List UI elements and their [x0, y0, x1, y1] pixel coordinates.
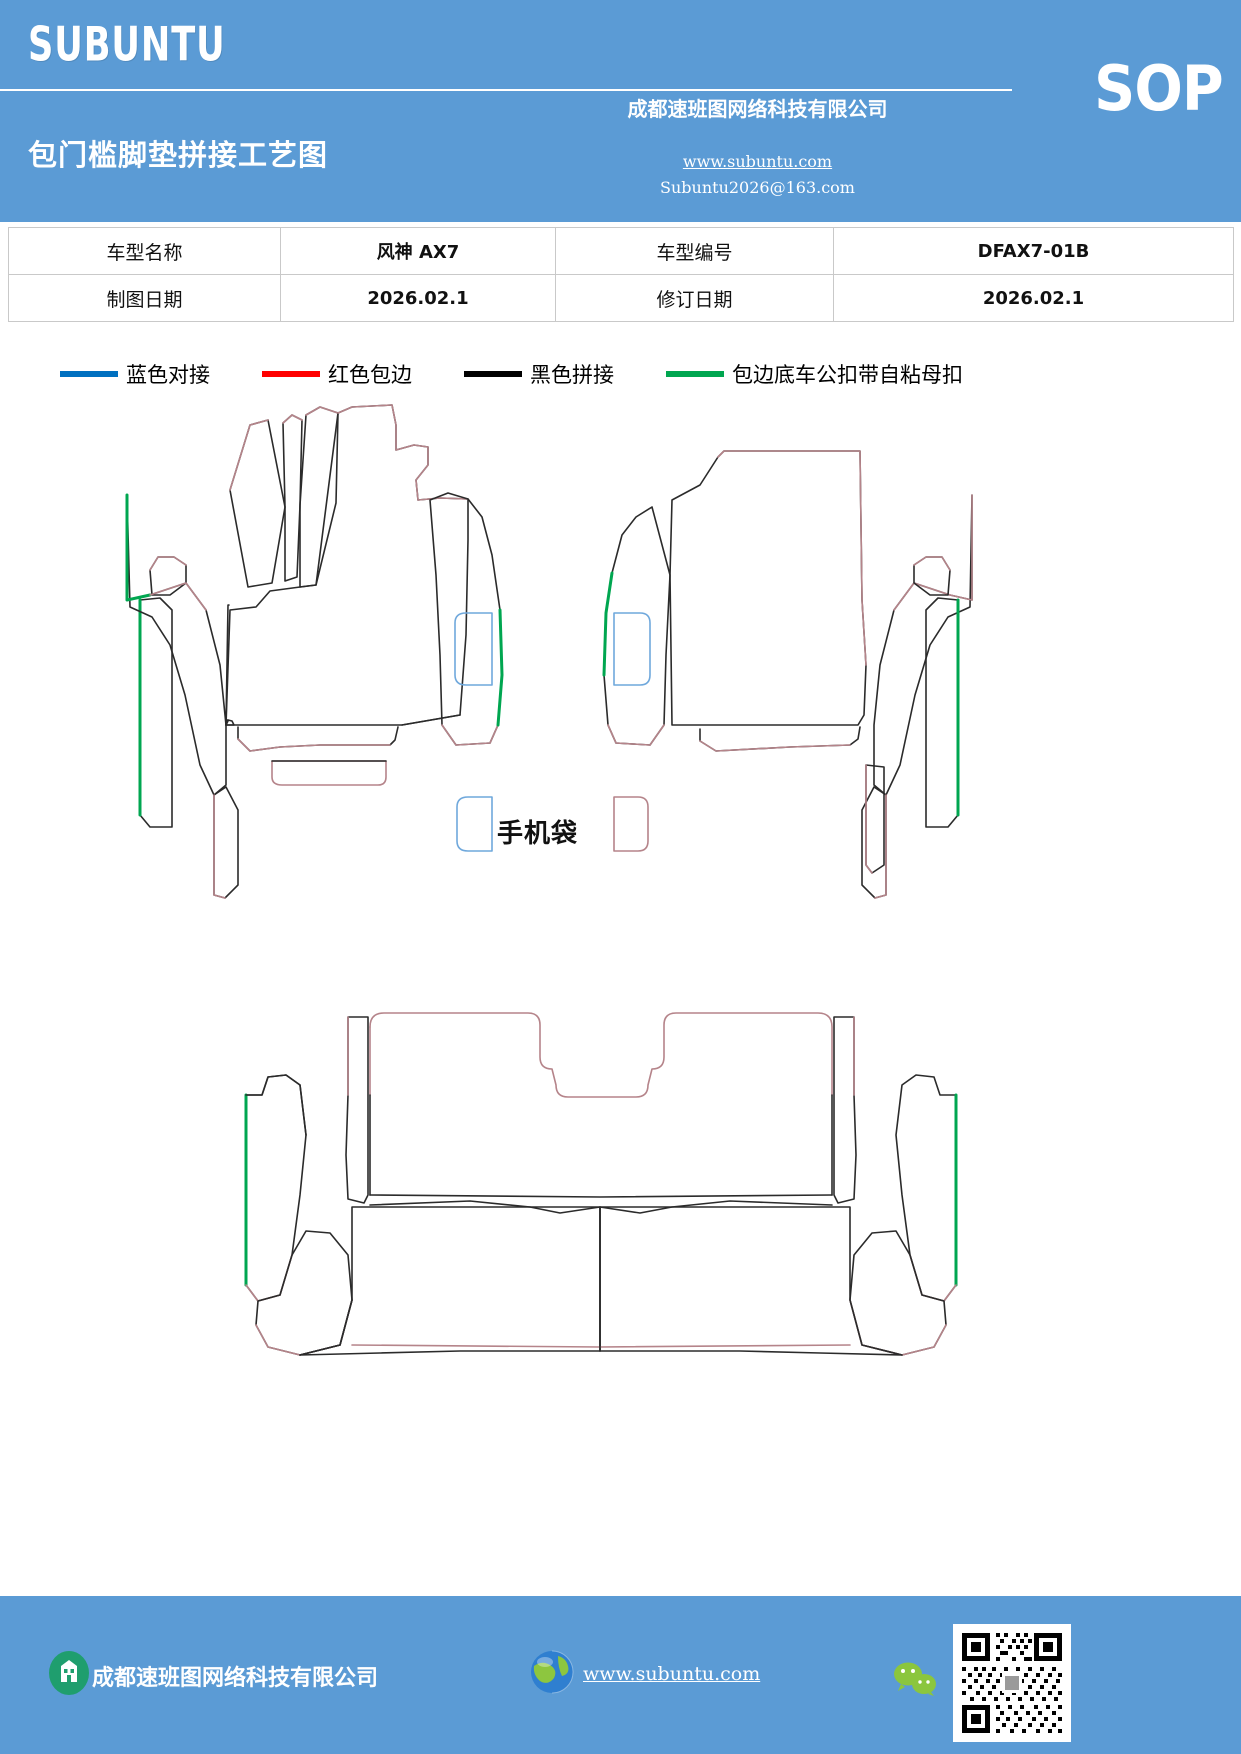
- part-blue-pocket-left: [454, 612, 493, 686]
- part-phone-pocket-right: [613, 796, 649, 852]
- part-rear-left-sill: [244, 1074, 307, 1302]
- part-right-sill-strip: [925, 597, 960, 828]
- cell-model-code-value: DFAX7-01B: [833, 227, 1234, 275]
- legend-swatch-red-icon: [262, 371, 320, 377]
- building-icon: [48, 1650, 90, 1696]
- cell-revision-date-label: 修订日期: [555, 274, 834, 322]
- cell-model-name-value: 风神 AX7: [280, 227, 556, 275]
- cell-draw-date-label: 制图日期: [8, 274, 281, 322]
- table-row: 车型名称 风神 AX7 车型编号 DFAX7-01B: [8, 227, 1234, 275]
- legend-item-red: 红色包边: [262, 359, 412, 389]
- document-footer: 成都速班图网络科技有限公司 www.subuntu.com: [0, 1596, 1241, 1754]
- legend-swatch-black-icon: [464, 371, 522, 377]
- part-rear-lower-right-panel: [599, 1206, 903, 1356]
- globe-icon: [528, 1648, 576, 1696]
- sop-badge: SOP: [1094, 52, 1224, 125]
- part-right-lower-ext: [865, 764, 885, 874]
- part-driver-side-panel: [429, 492, 504, 746]
- part-left-kick-small: [149, 556, 187, 596]
- legend-label-black: 黑色拼接: [530, 363, 614, 387]
- part-driver-main-mat: [225, 404, 469, 726]
- part-passenger-bottom-trim: [699, 726, 861, 752]
- phone-pocket-label: 手机袋: [497, 819, 579, 849]
- part-right-lower-strip: [861, 786, 887, 899]
- part-blue-pocket-right: [613, 612, 651, 686]
- stitch-color-legend: 蓝色对接 红色包边 黑色拼接 包边底车公扣带自粘母扣: [60, 358, 1110, 390]
- legend-item-black: 黑色拼接: [464, 359, 614, 389]
- wechat-icon: [892, 1660, 938, 1696]
- part-rear-center-seam: [369, 1200, 833, 1352]
- part-finger-strips: [229, 406, 339, 588]
- legend-item-green: 包边底车公扣带自粘母扣: [666, 359, 963, 389]
- brand-logo-text: SUBUNTU: [28, 18, 226, 73]
- part-rear-right-divider: [833, 1016, 857, 1204]
- header-website-link[interactable]: www.subuntu.com: [682, 152, 833, 171]
- legend-swatch-blue-icon: [60, 371, 118, 377]
- part-rear-main-mat: [369, 1012, 833, 1198]
- pattern-svg: [125, 404, 973, 1356]
- legend-label-green: 包边底车公扣带自粘母扣: [732, 363, 963, 387]
- footer-website-link[interactable]: www.subuntu.com: [583, 1663, 761, 1685]
- header-divider: [0, 89, 1012, 91]
- part-rear-lower-left-panel: [299, 1206, 601, 1356]
- legend-label-blue: 蓝色对接: [126, 363, 210, 387]
- legend-swatch-green-icon: [666, 371, 724, 377]
- part-phone-pocket-left: [456, 796, 493, 852]
- part-right-kick-small: [913, 556, 951, 596]
- cell-draw-date-value: 2026.02.1: [280, 274, 556, 322]
- legend-item-blue: 蓝色对接: [60, 359, 210, 389]
- vehicle-info-table: 车型名称 风神 AX7 车型编号 DFAX7-01B 制图日期 2026.02.…: [8, 227, 1234, 322]
- cell-revision-date-value: 2026.02.1: [833, 274, 1234, 322]
- cell-model-name-label: 车型名称: [8, 227, 281, 275]
- document-header: SUBUNTU 包门槛脚垫拼接工艺图 成都速班图网络科技有限公司 www.sub…: [0, 0, 1241, 222]
- part-rear-corner-left: [255, 1230, 353, 1356]
- part-bottom-trim: [237, 726, 399, 752]
- cell-model-code-label: 车型编号: [555, 227, 834, 275]
- page-title: 包门槛脚垫拼接工艺图: [28, 138, 329, 172]
- part-left-sill-strip: [138, 597, 173, 828]
- footer-company-name: 成都速班图网络科技有限公司: [92, 1665, 379, 1691]
- part-rear-right-sill: [895, 1074, 958, 1302]
- table-row: 制图日期 2026.02.1 修订日期 2026.02.1: [8, 274, 1234, 322]
- qr-code-icon[interactable]: [953, 1624, 1071, 1742]
- part-rear-corner-right: [849, 1230, 947, 1356]
- part-left-lower-strip: [213, 786, 239, 899]
- part-left-wing: [125, 493, 227, 796]
- part-passenger-main-mat: [669, 450, 867, 726]
- header-company-name: 成都速班图网络科技有限公司: [627, 97, 888, 121]
- legend-label-red: 红色包边: [328, 363, 412, 387]
- part-rear-left-divider: [345, 1016, 369, 1204]
- floor-mat-pattern-drawing: 手机袋: [0, 395, 1241, 1455]
- part-small-rounded-pad: [271, 760, 387, 786]
- part-mat-left-edge: [225, 604, 230, 726]
- header-email: Subuntu2026@163.com: [660, 178, 855, 197]
